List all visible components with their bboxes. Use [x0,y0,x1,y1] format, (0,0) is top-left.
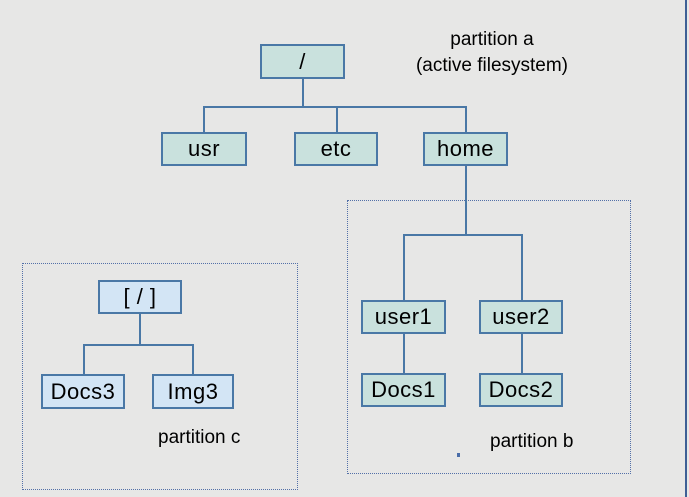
node-docs3[interactable]: Docs3 [41,374,125,409]
node-etc[interactable]: etc [294,132,378,166]
partition-a-caption-line1: partition a [450,29,534,50]
connector-usr-stub [203,106,205,132]
connector-user2-docs2 [521,334,523,373]
node-user2[interactable]: user2 [479,300,563,334]
stray-dot [457,453,460,457]
connector-root-drop [302,79,304,106]
node-docs2[interactable]: Docs2 [479,373,563,407]
partition-c-boundary [22,263,298,490]
connector-docs3-stub [83,344,85,374]
connector-home-bus [403,234,522,236]
connector-img3-stub [192,344,194,374]
connector-rootc-drop [139,314,141,344]
connector-user2-stub [521,234,523,300]
connector-home-drop [465,166,467,234]
node-docs1[interactable]: Docs1 [361,373,446,407]
node-user1[interactable]: user1 [361,300,446,334]
connector-user1-stub [403,234,405,300]
partition-c-caption: partition c [158,427,241,448]
connector-etc-stub [336,106,338,132]
partition-a-caption-line2: (active filesystem) [415,55,569,76]
node-img3[interactable]: Img3 [152,374,234,409]
connector-home-stub [465,106,467,132]
connector-root-bus [203,106,466,108]
page-edge-line [685,0,687,497]
node-usr[interactable]: usr [161,132,247,166]
connector-user1-docs1 [403,334,405,373]
node-root[interactable]: / [260,44,345,79]
partition-b-caption: partition b [490,431,574,452]
connector-rootc-bus [83,344,193,346]
partition-a-caption: partition a (active filesystem) [382,27,602,79]
node-root-c[interactable]: [ / ] [98,280,182,314]
partition-b-boundary [347,200,631,474]
node-home[interactable]: home [423,132,508,166]
